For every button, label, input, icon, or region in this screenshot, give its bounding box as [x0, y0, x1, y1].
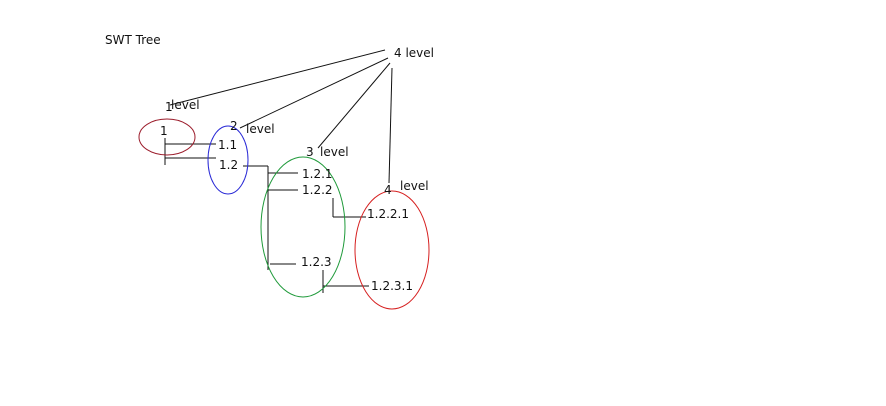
pointer-line-level1: [169, 49, 386, 106]
diagram-title: SWT Tree: [105, 33, 161, 47]
tree-node-1-2-3: 1.2.3: [301, 255, 332, 269]
level1-ring: [138, 118, 196, 156]
level3-number: 3: [306, 145, 314, 159]
tree-node-1-2: 1.2: [219, 158, 239, 172]
level1-word: level: [171, 98, 200, 112]
level3-ring: [260, 156, 346, 298]
tree-node-1-2-2-1: 1.2.2.1: [367, 207, 409, 221]
level4-number: 4: [384, 183, 392, 197]
tree-node-1-2-2: 1.2.2: [302, 183, 333, 197]
level2-word: level: [246, 122, 275, 136]
pointer-line-level3: [317, 62, 391, 149]
level2-number: 2: [230, 119, 238, 133]
tree-node-1: 1: [160, 124, 168, 138]
pointer-line-level4: [388, 67, 393, 184]
level4-ring: [354, 190, 430, 310]
level1-number: 1: [165, 100, 173, 114]
level3-word: level: [320, 145, 349, 159]
pointer-line-level2: [239, 57, 389, 129]
overall-level-label: 4 level: [394, 46, 434, 60]
pointer-lines: [169, 49, 393, 184]
level4-word: level: [400, 179, 429, 193]
tree-node-1-2-3-1: 1.2.3.1: [371, 279, 413, 293]
level2-ring: [207, 125, 249, 195]
tree-node-1-2-1: 1.2.1: [302, 167, 333, 181]
tree-node-1-1: 1.1: [218, 138, 238, 152]
tree-connectors: [164, 138, 369, 293]
